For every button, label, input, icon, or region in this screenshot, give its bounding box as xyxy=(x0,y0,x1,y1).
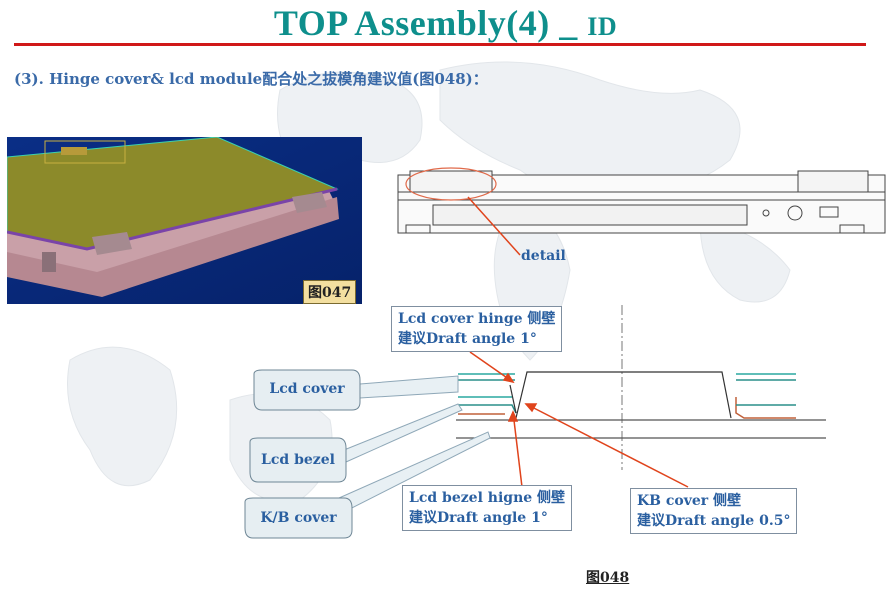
lcd-cover-label: Lcd cover xyxy=(269,381,345,397)
lcd-bezel-hinge-note: Lcd bezel higne 侧壁 建议Draft angle 1° xyxy=(402,485,573,531)
note-line-2: 建议Draft angle 1° xyxy=(409,510,548,526)
detail-label: detail xyxy=(521,248,566,264)
title-divider xyxy=(14,43,866,46)
lcd-bezel-label: Lcd bezel xyxy=(261,452,335,468)
title-main: TOP Assembly(4) _ xyxy=(273,3,578,43)
figure-047-label: 图047 xyxy=(303,280,357,304)
laptop-3d-render xyxy=(7,137,362,304)
note-line-2: 建议Draft angle 0.5° xyxy=(637,513,791,529)
kb-cover-label: K/B cover xyxy=(260,510,337,526)
note-line-1: Lcd bezel higne 侧壁 xyxy=(409,490,566,506)
figure-048-label: 图048 xyxy=(586,570,630,586)
note-line-2: 建议Draft angle 1° xyxy=(398,331,537,347)
page-title: TOP Assembly(4) _ ID xyxy=(0,2,891,44)
laptop-rear-view xyxy=(397,170,886,234)
title-suffix: ID xyxy=(587,12,618,41)
kb-cover-note: KB cover 侧壁 建议Draft angle 0.5° xyxy=(630,488,798,534)
note-line-1: Lcd cover hinge 侧壁 xyxy=(398,311,556,327)
note-line-1: KB cover 侧壁 xyxy=(637,493,742,509)
lcd-cover-hinge-note: Lcd cover hinge 侧壁 建议Draft angle 1° xyxy=(391,306,563,352)
section-heading: (3). Hinge cover& lcd module配合处之拔模角建议值(图… xyxy=(14,70,488,88)
